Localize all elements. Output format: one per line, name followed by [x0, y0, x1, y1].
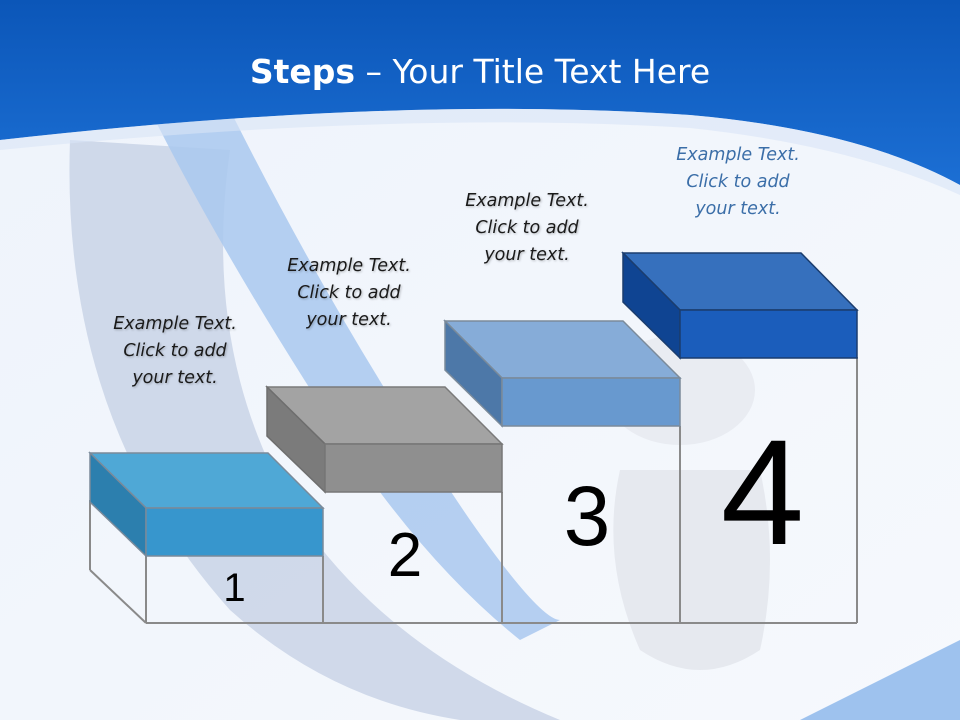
caption-line: your text. [484, 245, 570, 265]
title-rest: – Your Title Text Here [355, 52, 711, 91]
step-3-number: 3 [563, 469, 611, 563]
caption-line: Click to add [297, 283, 401, 303]
steps-outline [89, 357, 858, 624]
step-4-block[interactable] [621, 251, 859, 360]
step-1-caption[interactable]: Example Text. Click to add your text. [80, 311, 270, 392]
step-2-block[interactable] [265, 385, 504, 494]
title-bold: Steps [249, 52, 356, 91]
caption-line: Example Text. [676, 145, 800, 165]
step-3-block[interactable] [443, 319, 682, 428]
caption-line: Click to add [475, 218, 579, 238]
caption-line: your text. [695, 199, 781, 219]
step-1-number: 1 [223, 566, 246, 610]
caption-line: Example Text. [287, 256, 411, 276]
step-3-caption[interactable]: Example Text. Click to add your text. [432, 188, 622, 269]
step-1-block[interactable] [88, 451, 325, 558]
page-title: Steps – Your Title Text Here [0, 52, 960, 91]
caption-line: Click to add [686, 172, 790, 192]
caption-line: Example Text. [113, 314, 237, 334]
step-2-number: 2 [387, 521, 423, 590]
step-4-caption[interactable]: Example Text. Click to add your text. [643, 142, 833, 223]
step-4-number: 4 [720, 408, 805, 576]
step-2-caption[interactable]: Example Text. Click to add your text. [254, 253, 444, 334]
caption-line: your text. [306, 310, 392, 330]
caption-line: Example Text. [465, 191, 589, 211]
caption-line: Click to add [123, 341, 227, 361]
caption-line: your text. [132, 368, 218, 388]
